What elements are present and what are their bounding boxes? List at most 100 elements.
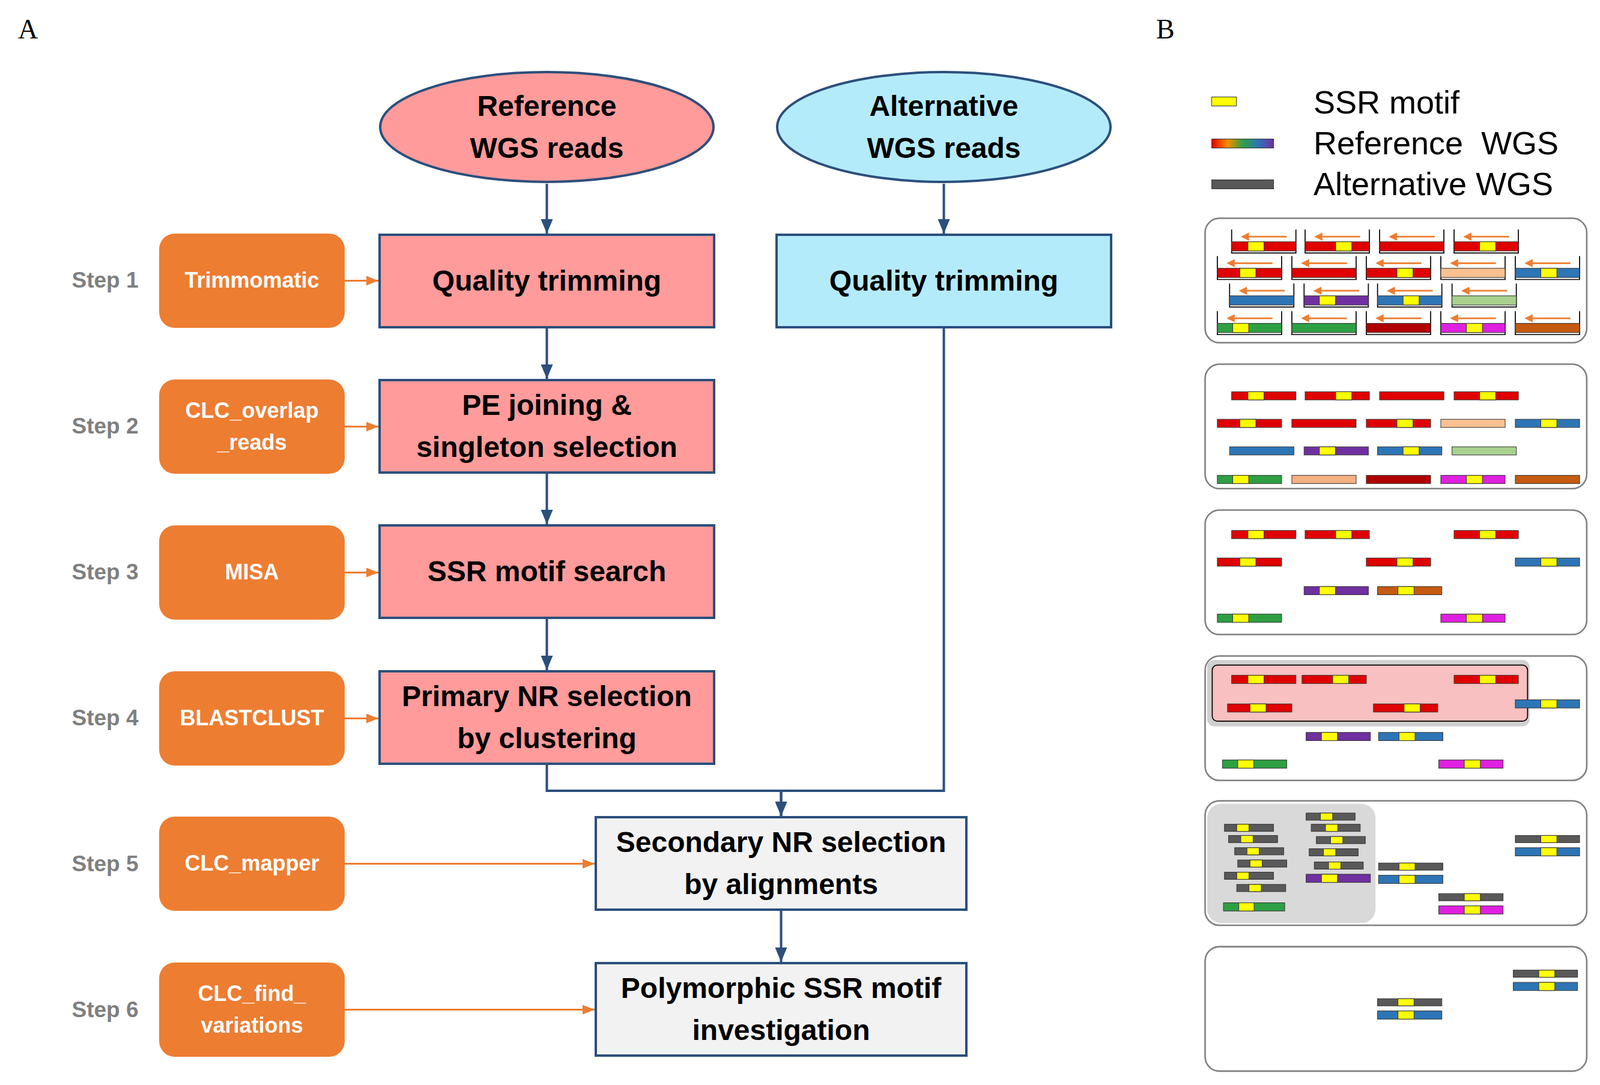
read-direction xyxy=(1248,236,1288,238)
read-direction-head xyxy=(1463,232,1472,241)
read-direction-head xyxy=(1449,259,1459,268)
read-bar xyxy=(1303,446,1369,456)
ssr-motif xyxy=(1404,703,1421,713)
ssr-motif xyxy=(1248,242,1265,252)
ssr-motif xyxy=(1479,391,1497,400)
ssr-motif xyxy=(1232,614,1249,623)
read-bracket xyxy=(1217,311,1282,335)
read-direction-head xyxy=(1240,232,1250,241)
ssr-motif xyxy=(1323,849,1336,857)
text-wrap: MISA xyxy=(225,556,280,589)
read-direction-head xyxy=(1375,259,1384,268)
step-label: Step 4 xyxy=(57,697,154,740)
ssr-motif xyxy=(1538,982,1555,991)
read-bar xyxy=(1237,860,1288,868)
read-bar xyxy=(1291,323,1357,333)
read-direction xyxy=(1468,290,1508,292)
ssr-motif xyxy=(1540,557,1557,567)
read-direction-head xyxy=(1226,314,1235,323)
ssr-motif xyxy=(1321,732,1338,742)
ssr-motif xyxy=(1538,970,1555,978)
read-bar xyxy=(1306,732,1371,742)
read-bar xyxy=(1379,242,1444,252)
node-text: PE joining & singleton selection xyxy=(398,384,695,468)
ssr-motif xyxy=(1321,874,1338,883)
read-bar xyxy=(1377,446,1443,456)
read-direction-head xyxy=(1314,232,1323,241)
read-bar xyxy=(1306,813,1356,821)
cluster-box xyxy=(1212,665,1528,722)
ssr-motif xyxy=(1464,893,1481,901)
read-bar xyxy=(1515,557,1580,567)
ssr-motif xyxy=(1398,998,1415,1007)
read-bar xyxy=(1234,848,1285,856)
tool-arrow xyxy=(344,863,595,865)
read-bar xyxy=(1231,530,1297,539)
read-bar xyxy=(1217,268,1282,278)
panel-letter: A xyxy=(18,10,55,47)
ssr-motif xyxy=(1319,586,1336,596)
read-bar xyxy=(1440,475,1506,485)
ssr-motif xyxy=(1335,530,1352,539)
read-direction xyxy=(1531,262,1571,265)
read-bar xyxy=(1224,872,1274,880)
ssr-motif xyxy=(1396,419,1414,428)
read-bracket xyxy=(1377,283,1443,307)
ssr-motif xyxy=(1398,732,1416,742)
node-text: CLC_overlap _reads xyxy=(168,395,336,459)
text-wrap: Primary NR selection by clustering xyxy=(398,675,695,760)
flow-arrow xyxy=(780,911,783,963)
ssr-motif xyxy=(1239,419,1256,428)
read-direction xyxy=(1470,236,1510,238)
input-ellipse: Reference WGS reads xyxy=(378,70,716,184)
read-direction xyxy=(1382,317,1422,320)
read-bar xyxy=(1217,557,1282,567)
ssr-motif xyxy=(1239,903,1255,912)
read-bar xyxy=(1378,732,1443,742)
read-direction xyxy=(1233,317,1273,320)
ssr-motif xyxy=(1540,268,1557,278)
text-wrap: Alternative WGS reads xyxy=(845,85,1044,169)
tool-box: MISA xyxy=(159,525,345,620)
ellipse-outline xyxy=(775,70,1113,184)
read-bar xyxy=(1439,893,1504,901)
process-box: Secondary NR selection by alignments xyxy=(594,816,968,912)
step-label: Step 5 xyxy=(57,843,154,886)
ssr-motif xyxy=(1325,824,1338,832)
step-panel xyxy=(1204,655,1587,781)
read-direction-head xyxy=(1300,314,1310,323)
text-wrap: Quality trimming xyxy=(432,260,662,303)
tool-box: Trimmomatic xyxy=(159,233,345,328)
read-direction xyxy=(1321,236,1361,238)
read-bracket xyxy=(1366,311,1431,335)
read-bracket xyxy=(1291,311,1357,335)
ssr-motif xyxy=(1540,835,1557,843)
ssr-motif xyxy=(1335,242,1352,252)
read-bracket xyxy=(1229,283,1294,307)
read-bracket xyxy=(1440,311,1506,335)
read-bracket xyxy=(1379,229,1444,253)
read-bar xyxy=(1454,391,1519,400)
read-bar xyxy=(1377,1011,1443,1020)
read-bracket xyxy=(1303,283,1369,307)
step-panel xyxy=(1204,364,1587,489)
read-bar xyxy=(1515,699,1580,709)
read-bar xyxy=(1231,391,1297,400)
node-text: Quality trimming xyxy=(432,260,662,303)
read-direction-head xyxy=(1386,286,1396,295)
read-bar xyxy=(1302,675,1367,685)
ssr-motif xyxy=(1320,813,1333,821)
node-text: MISA xyxy=(225,556,280,589)
read-bar xyxy=(1378,875,1443,885)
legend-text: Reference WGS xyxy=(1313,124,1559,161)
flow-arrow xyxy=(942,183,946,234)
flow-arrow xyxy=(547,765,782,817)
ssr-motif xyxy=(1540,699,1557,709)
ssr-motif xyxy=(1328,862,1341,870)
ssr-motif xyxy=(1396,557,1414,567)
read-direction xyxy=(1320,290,1360,292)
ssr-motif xyxy=(1232,475,1249,485)
read-bar xyxy=(1222,760,1287,769)
